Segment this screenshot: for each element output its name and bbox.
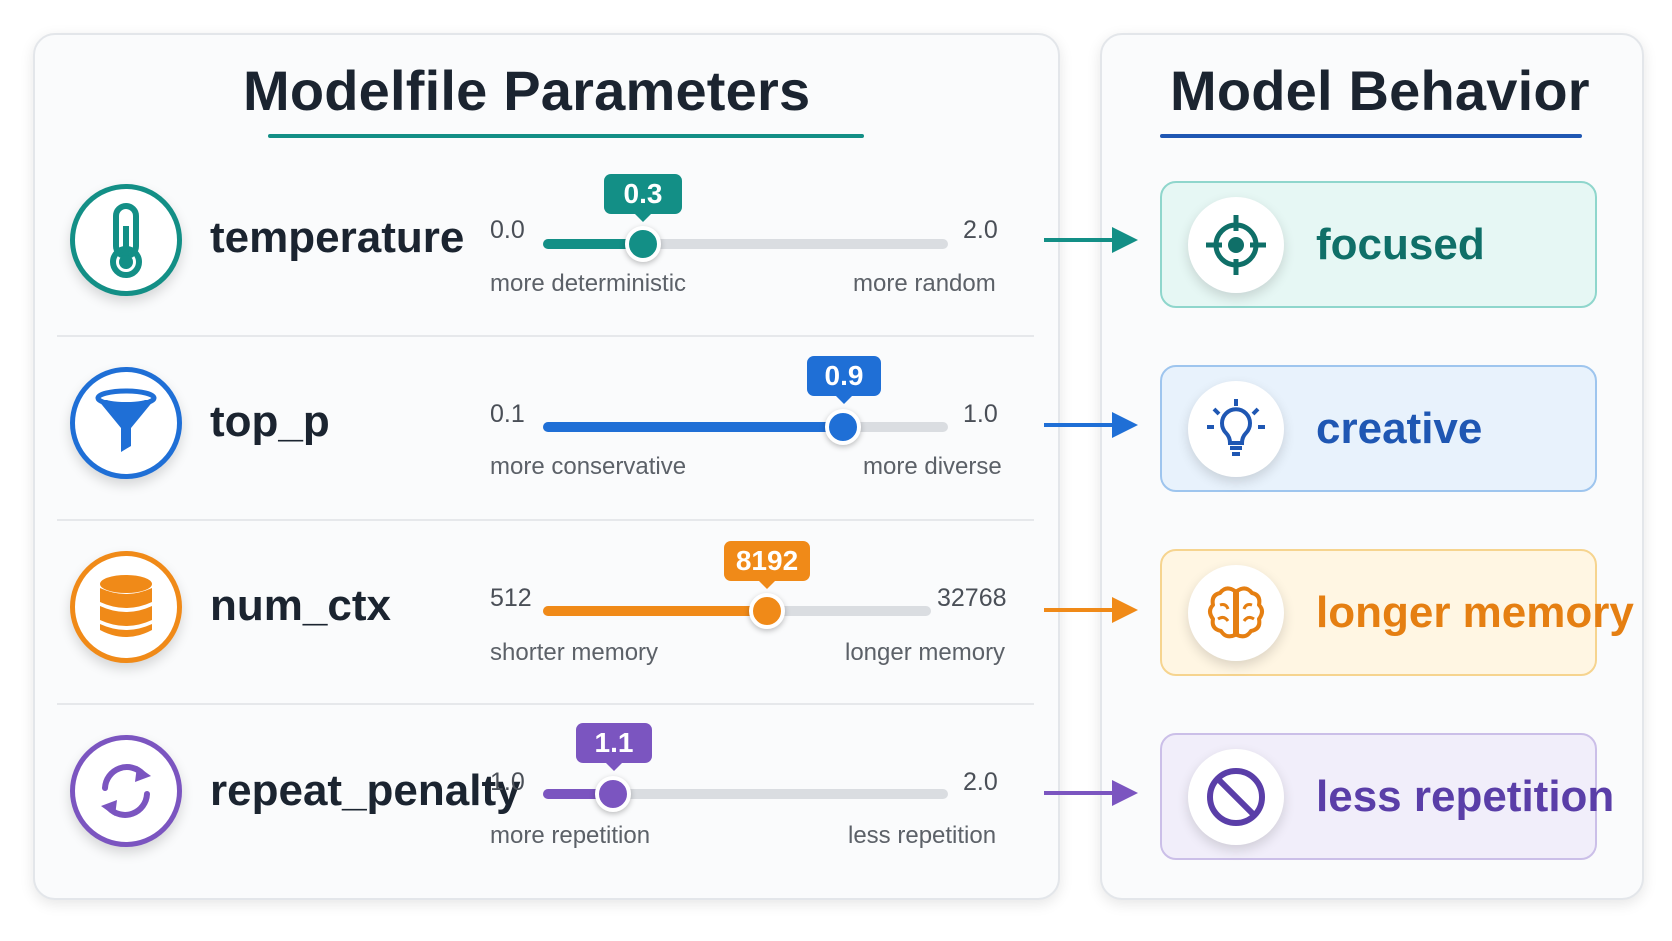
param-name-temperature: temperature	[210, 213, 465, 262]
behavior-label-focused: focused	[1316, 220, 1485, 269]
desc-max-repeat-penalty: less repetition	[848, 822, 997, 849]
prohibition-icon	[1188, 749, 1284, 845]
slider-fill-num-ctx	[543, 606, 768, 616]
range-max-repeat-penalty: 2.0	[963, 768, 998, 796]
slider-thumb-repeat-penalty[interactable]	[595, 776, 631, 812]
slider-thumb-temperature[interactable]	[625, 226, 661, 262]
desc-max-num-ctx: longer memory	[845, 639, 1006, 666]
target-icon	[1188, 197, 1284, 293]
param-name-top-p: top_p	[210, 397, 330, 446]
slider-fill-temperature	[543, 239, 643, 249]
desc-min-top-p: more conservative	[490, 453, 687, 480]
range-min-repeat-penalty: 1.0	[490, 768, 525, 796]
parameters-panel	[33, 33, 1060, 900]
lightbulb-icon	[1188, 381, 1284, 477]
range-min-top-p: 0.1	[490, 400, 525, 428]
row-divider	[57, 703, 1034, 705]
thermometer-icon	[70, 184, 182, 296]
param-name-num-ctx: num_ctx	[210, 581, 391, 630]
behavior-label-longer-memory: longer memory	[1316, 588, 1634, 637]
slider-thumb-num-ctx[interactable]	[749, 593, 785, 629]
desc-min-temperature: more deterministic	[490, 270, 687, 297]
param-name-repeat-penalty: repeat_penalty	[210, 766, 521, 815]
database-icon	[70, 551, 182, 663]
behavior-label-less-repetition: less repetition	[1316, 772, 1615, 821]
refresh-icon	[70, 735, 182, 847]
slider-track-repeat-penalty[interactable]	[543, 789, 948, 799]
behavior-label-creative: creative	[1316, 404, 1483, 453]
value-badge-top-p: 0.9	[807, 356, 881, 404]
behavior-title-underline	[1160, 134, 1582, 138]
parameters-title-underline	[268, 134, 864, 138]
arrow-right-icon	[1044, 412, 1138, 438]
value-badge-temperature: 0.3	[604, 174, 682, 222]
range-max-temperature: 2.0	[963, 216, 998, 244]
range-min-num-ctx: 512	[490, 584, 532, 612]
parameters-title: Modelfile Parameters	[243, 59, 811, 122]
slider-track-temperature[interactable]	[543, 239, 948, 249]
value-badge-num-ctx: 8192	[724, 541, 810, 589]
slider-fill-repeat-penalty	[543, 789, 613, 799]
desc-max-top-p: more diverse	[863, 453, 1002, 480]
arrow-right-icon	[1044, 597, 1138, 623]
arrow-right-icon	[1044, 780, 1138, 806]
row-divider	[57, 335, 1034, 337]
desc-min-repeat-penalty: more repetition	[490, 822, 651, 849]
range-min-temperature: 0.0	[490, 216, 525, 244]
arrow-right-icon	[1044, 227, 1138, 253]
row-divider	[57, 519, 1034, 521]
funnel-icon	[70, 367, 182, 479]
range-max-num-ctx: 32768	[937, 584, 1007, 612]
slider-fill-top-p	[543, 422, 843, 432]
desc-min-num-ctx: shorter memory	[490, 639, 659, 666]
desc-max-temperature: more random	[853, 270, 996, 297]
range-max-top-p: 1.0	[963, 400, 998, 428]
behavior-title: Model Behavior	[1170, 59, 1590, 122]
slider-thumb-top-p[interactable]	[825, 409, 861, 445]
value-badge-repeat-penalty: 1.1	[576, 723, 652, 771]
brain-icon	[1188, 565, 1284, 661]
